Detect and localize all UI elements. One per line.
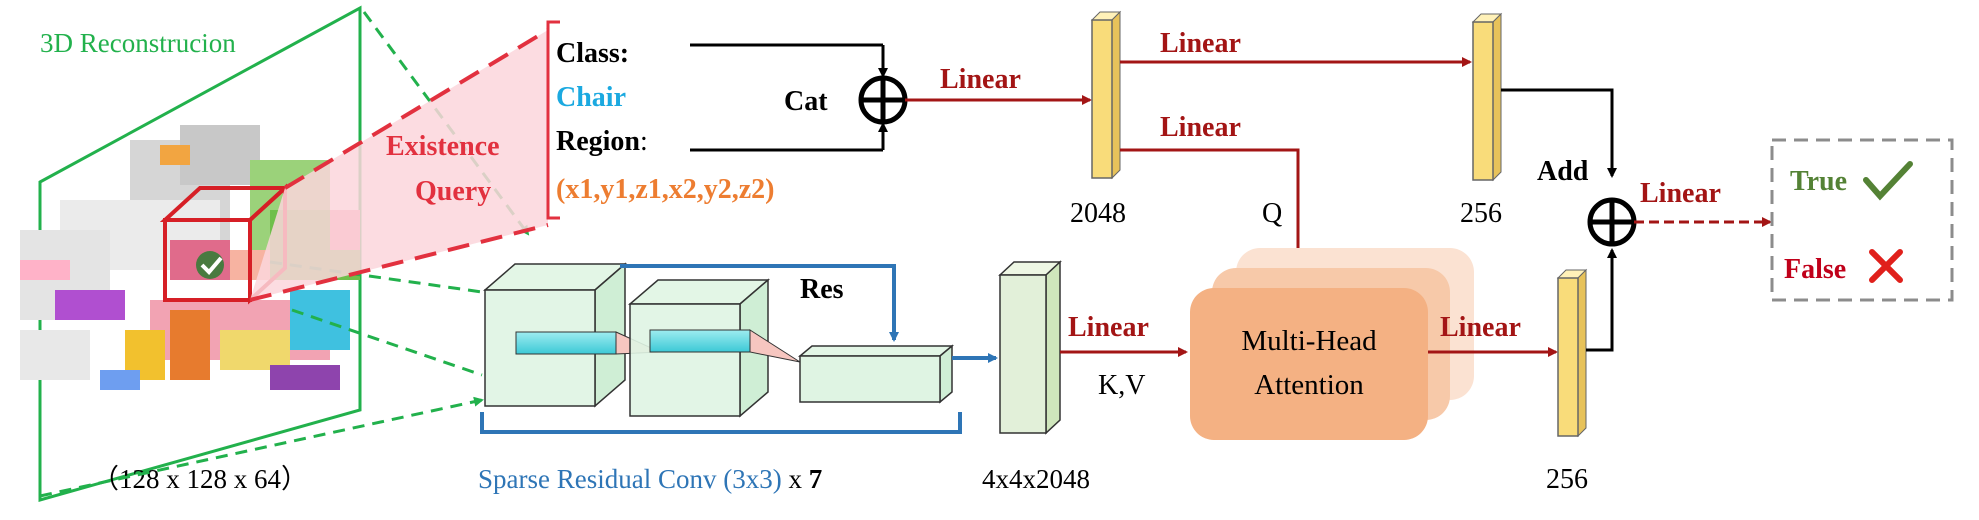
conv-cube-2 xyxy=(627,278,771,418)
reconstruction-panel: 3D Reconstrucion xyxy=(20,5,362,502)
multi-head-attention: Multi-Head Attention xyxy=(1190,248,1474,440)
class-value: Chair xyxy=(556,82,626,113)
dim-2048: 2048 xyxy=(1070,198,1126,229)
region-value: (x1,y1,z1,x2,y2,z2) xyxy=(556,174,775,205)
concat-node: Cat xyxy=(690,43,908,152)
point-cloud-scene xyxy=(20,125,360,390)
linear-label-2: Linear xyxy=(1160,28,1241,59)
feature-bar-256-top xyxy=(1471,12,1503,182)
feature-bar-256-bottom xyxy=(1556,268,1588,438)
concat-circle-plus-icon xyxy=(858,75,908,125)
dim-256-bottom: 256 xyxy=(1546,464,1588,495)
feature-map-cube xyxy=(998,260,1062,435)
linear-label-3: Linear xyxy=(1160,112,1241,143)
dim-256-top: 256 xyxy=(1460,198,1502,229)
true-label: True xyxy=(1790,166,1847,197)
resolution-label: （128 x 128 x 64） xyxy=(92,464,308,494)
sparse-conv-block: Res Sparse Residual Conv (3x3) x 7 xyxy=(478,262,962,494)
add-circle-plus-icon xyxy=(1587,197,1637,247)
conv-tube-2 xyxy=(649,329,801,363)
kv-label: K,V xyxy=(1098,370,1145,401)
feature-bar-2048 xyxy=(1090,10,1122,180)
conv-output-slab xyxy=(797,344,955,404)
false-label: False xyxy=(1784,254,1846,285)
attention-line-2: Attention xyxy=(1254,369,1364,401)
linear-label-attn: Linear xyxy=(1440,312,1521,343)
check-icon xyxy=(196,251,224,279)
output-box: True False xyxy=(1770,138,1954,302)
query-text: Class: Chair Region: (x1,y1,z1,x2,y2,z2) xyxy=(556,38,775,205)
existence-label: Existence xyxy=(386,131,500,162)
conv-caption: Sparse Residual Conv (3x3) x 7 xyxy=(478,464,822,494)
res-label: Res xyxy=(800,274,844,305)
linear-label-1: Linear xyxy=(940,64,1021,95)
existence-query: Existence Query xyxy=(249,20,560,302)
conv-bracket xyxy=(480,412,962,434)
query-label: Query xyxy=(415,176,491,207)
linear-label-kv: Linear xyxy=(1068,312,1149,343)
region-label: Region: xyxy=(556,126,648,157)
query-brace xyxy=(546,20,560,220)
reconstruction-frame xyxy=(38,5,362,502)
dim-4x4x2048: 4x4x2048 xyxy=(982,464,1090,494)
cross-icon xyxy=(1869,249,1903,283)
linear-label-output: Linear xyxy=(1640,178,1721,209)
class-label: Class: xyxy=(556,38,629,69)
add-label: Add xyxy=(1537,156,1589,187)
reconstruction-title: 3D Reconstrucion xyxy=(40,28,236,58)
cat-label: Cat xyxy=(784,86,828,117)
checkmark-icon xyxy=(1863,161,1913,201)
residual-arrow xyxy=(620,264,899,342)
attention-line-1: Multi-Head xyxy=(1241,325,1377,357)
q-label: Q xyxy=(1262,198,1282,229)
